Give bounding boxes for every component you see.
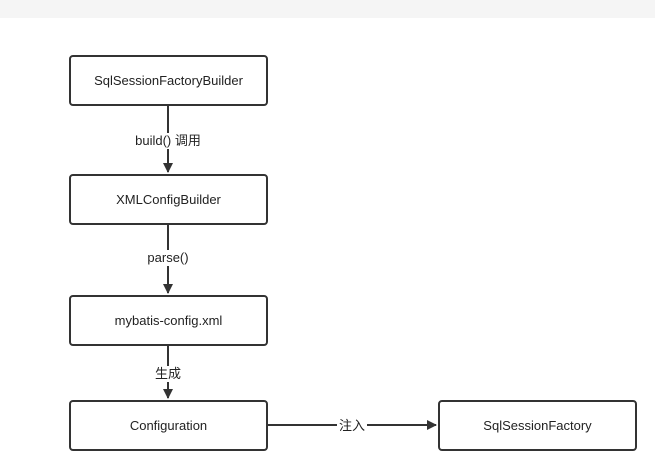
node-label: SqlSessionFactory xyxy=(483,418,592,433)
node-label: XMLConfigBuilder xyxy=(116,192,221,207)
edge-label-build-call: build() 调用 xyxy=(133,133,203,149)
node-sqlsessionfactory[interactable]: SqlSessionFactory xyxy=(438,400,637,451)
node-label: Configuration xyxy=(129,418,208,433)
node-configuration[interactable]: Configuration xyxy=(69,400,268,451)
node-sqlsessionfactorybuilder[interactable]: SqlSessionFactoryBuilder xyxy=(69,55,268,106)
edge-label-generate: 生成 xyxy=(152,366,184,382)
edge-label-inject: 注入 xyxy=(336,418,368,434)
node-label: mybatis-config.xml xyxy=(114,313,223,328)
top-strip xyxy=(0,0,655,18)
edge-label-parse: parse() xyxy=(145,250,191,266)
node-label: SqlSessionFactoryBuilder xyxy=(94,73,243,88)
node-mybatis-config[interactable]: mybatis-config.xml xyxy=(69,295,268,346)
node-xmlconfigbuilder[interactable]: XMLConfigBuilder xyxy=(69,174,268,225)
